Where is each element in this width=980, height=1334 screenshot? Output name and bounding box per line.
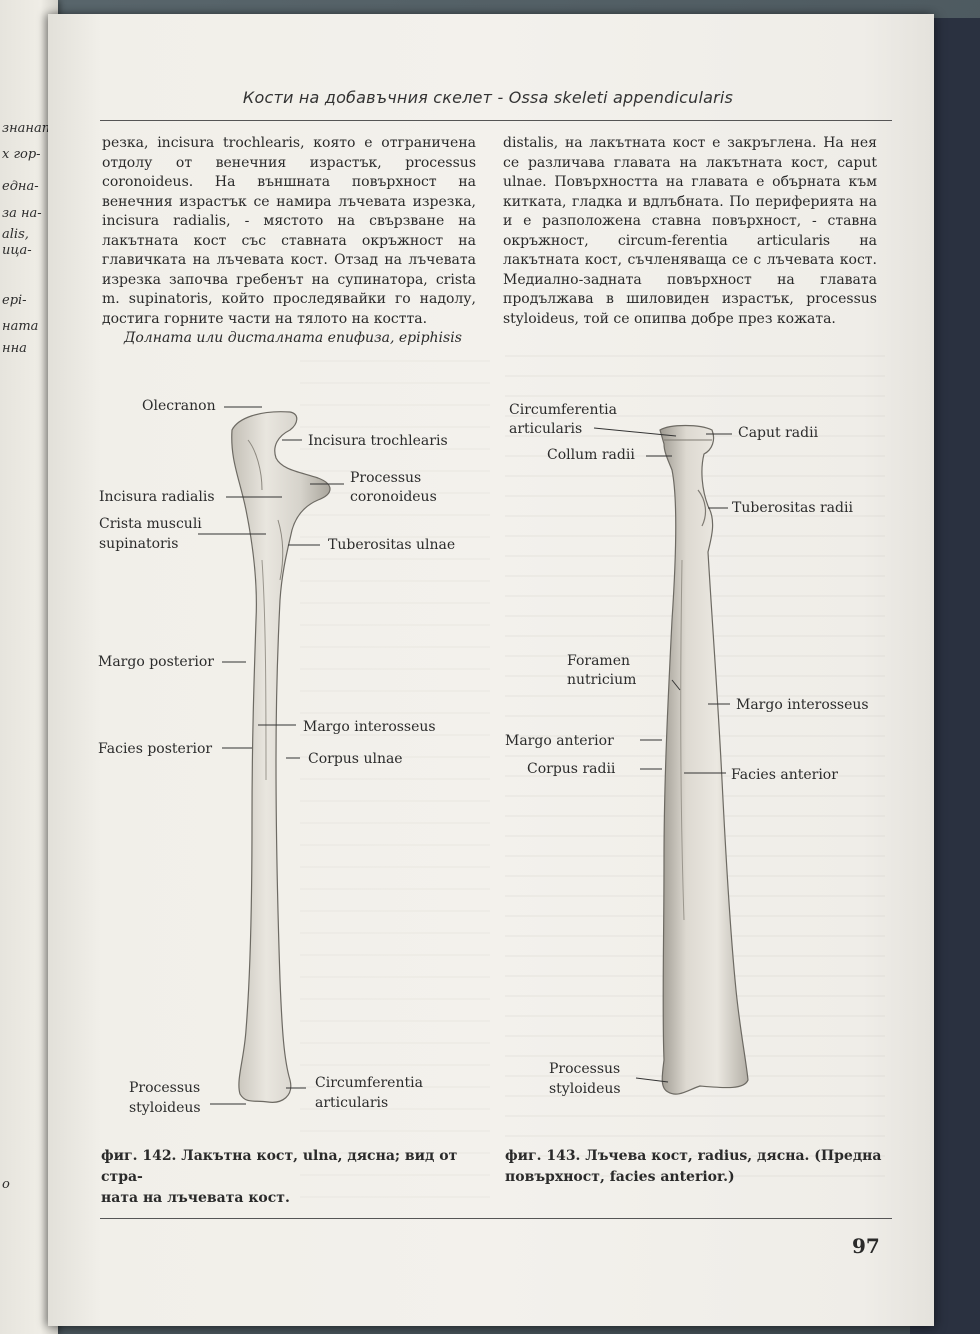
ulna-detail <box>247 439 263 491</box>
label-margo-anterior: Margo anterior <box>505 733 614 749</box>
ulna-detail <box>261 559 267 781</box>
prev-page-fragment: ица- <box>2 243 32 258</box>
caption-line: фиг. 142. Лакътна кост, ulna, дясна; вид… <box>101 1148 458 1185</box>
label-circumferentia-articularis: articularis <box>509 421 583 437</box>
caption-line: повърхност, facies anterior.) <box>505 1169 735 1185</box>
prev-page-fragment: ната <box>2 319 39 334</box>
prev-page-fragment: о <box>2 1177 10 1192</box>
right-text-column: distalis, на лакътната кост е закръглена… <box>503 134 877 329</box>
label-facies-anterior: Facies anterior <box>731 767 838 783</box>
ulna-detail <box>277 519 284 581</box>
label-incisura-radialis: Incisura radialis <box>99 489 215 505</box>
label-tuberositas-radii: Tuberositas radii <box>732 500 853 516</box>
show-through-shadow <box>300 360 490 1200</box>
prev-page-fragment: epi- <box>2 293 27 308</box>
prev-page-fragment: alis, <box>2 227 29 242</box>
label-processus-styloideus: Processus <box>549 1061 621 1077</box>
leader-line <box>593 427 677 437</box>
radius-detail <box>697 489 707 527</box>
radius-detail <box>680 559 685 921</box>
label-facies-posterior: Facies posterior <box>98 741 213 757</box>
radius-leader-lines <box>593 427 732 1083</box>
label-crista-musculi: Crista musculi <box>99 516 202 532</box>
label-caput-radii: Caput radii <box>738 425 819 441</box>
label-crista-musculi: supinatoris <box>99 536 179 552</box>
prev-page-fragment: една- <box>2 179 39 194</box>
figure-142-caption: фиг. 142. Лакътна кост, ulna, дясна; вид… <box>101 1146 481 1209</box>
radius-drawing <box>659 424 749 1095</box>
label-margo-interosseus: Margo interosseus <box>303 719 436 735</box>
header-rule <box>100 120 892 121</box>
label-processus-styloideus: styloideus <box>129 1100 201 1116</box>
label-tuberositas-ulnae: Tuberositas ulnae <box>328 537 456 553</box>
radius-shape <box>659 424 749 1095</box>
label-processus-coronoideus: coronoideus <box>350 489 437 505</box>
label-processus-coronoideus: Processus <box>350 470 422 486</box>
caption-line: ната на лъчевата кост. <box>101 1190 290 1206</box>
label-circumferentia-articularis: Circumferentia <box>315 1075 423 1091</box>
label-margo-posterior: Margo posterior <box>98 654 214 670</box>
book-page <box>48 14 934 1326</box>
prev-page-fragment: нна <box>2 341 27 356</box>
caption-line: фиг. 143. Лъчева кост, radius, дясна. (П… <box>505 1148 882 1164</box>
paragraph: distalis, на лакътната кост е закръглена… <box>503 135 877 327</box>
footer-rule <box>100 1218 892 1219</box>
paragraph: резка, incisura trochlearis, която е отг… <box>102 135 476 327</box>
prev-page-fragment: знаната <box>2 121 62 136</box>
label-incisura-trochlearis: Incisura trochlearis <box>308 433 448 449</box>
label-corpus-ulnae: Corpus ulnae <box>308 751 403 767</box>
ulna-shape <box>231 411 331 1103</box>
leader-line <box>635 1077 669 1083</box>
ulna-drawing <box>231 411 331 1103</box>
label-processus-styloideus: styloideus <box>549 1081 621 1097</box>
label-collum-radii: Collum radii <box>547 447 635 463</box>
ulna-leader-lines <box>198 406 344 1105</box>
label-foramen-nutricium: nutricium <box>567 672 637 688</box>
left-text-column: резка, incisura trochlearis, която е отг… <box>102 134 476 349</box>
page-number: 97 <box>852 1234 880 1258</box>
prev-page-fragment: за на- <box>2 206 42 221</box>
label-foramen-nutricium: Foramen <box>567 653 630 669</box>
label-processus-styloideus: Processus <box>129 1080 201 1096</box>
leader-line <box>671 679 681 691</box>
label-margo-interosseus: Margo interosseus <box>736 697 869 713</box>
figure-143-caption: фиг. 143. Лъчева кост, radius, дясна. (П… <box>505 1146 897 1188</box>
label-circumferentia-articularis: Circumferentia <box>509 402 617 418</box>
prev-page-fragment: х гор- <box>2 147 41 162</box>
label-olecranon: Olecranon <box>142 398 216 414</box>
label-corpus-radii: Corpus radii <box>527 761 616 777</box>
paragraph: Долната или дисталната епифиза, epiphisi… <box>124 330 462 346</box>
running-head: Кости на добавъчния скелет - Ossa skelet… <box>242 88 734 107</box>
label-circumferentia-articularis: articularis <box>315 1095 389 1111</box>
